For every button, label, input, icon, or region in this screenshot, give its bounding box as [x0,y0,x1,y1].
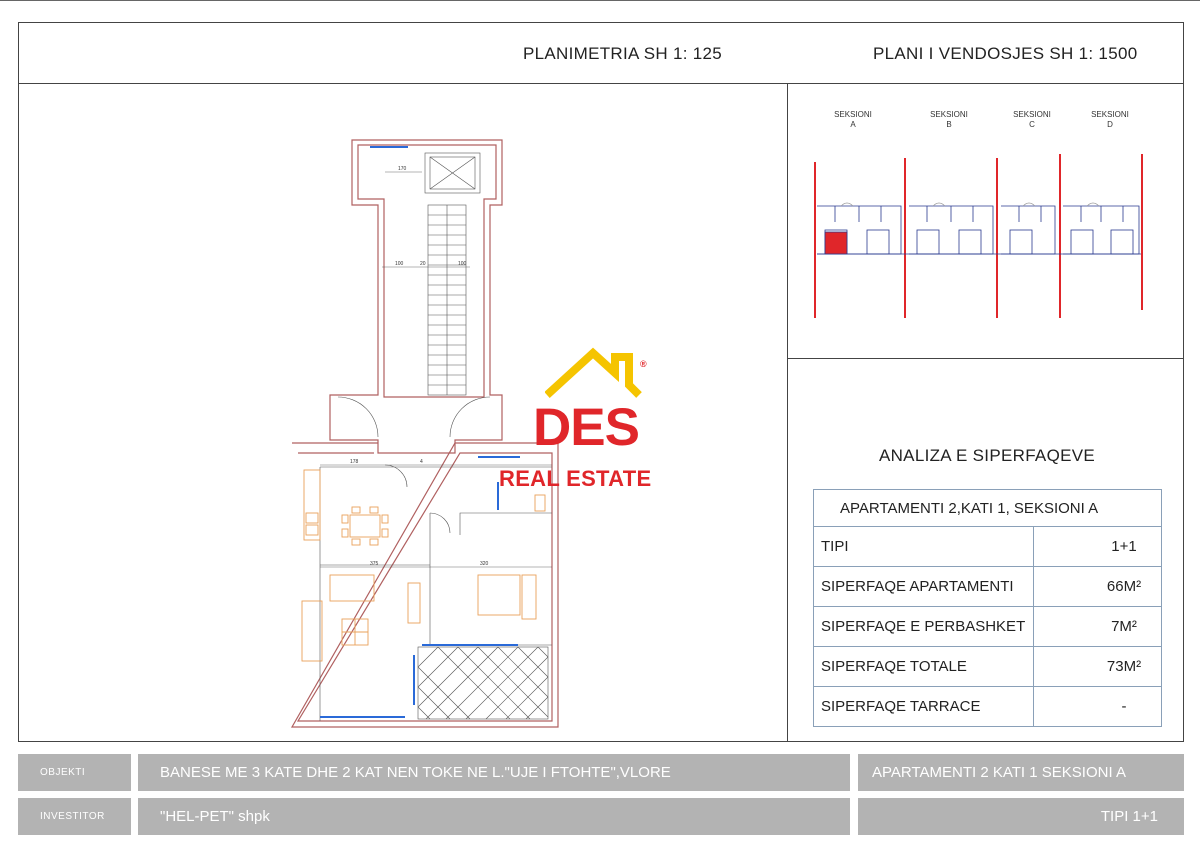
section-c-label: SEKSIONI [1013,110,1051,119]
svg-text:100: 100 [395,261,404,267]
apartment-label: APARTAMENTI 2 KATI 1 SEKSIONI A [858,754,1184,791]
svg-text:170: 170 [398,166,407,172]
row-label: SIPERFAQE TOTALE [813,646,1034,687]
area-analysis-title: ANALIZA E SIPERFAQEVE [878,446,1096,465]
table-row: TIPI 1+1 [813,526,1162,567]
floor-plan-scale-title: PLANIMETRIA SH 1: 125 [523,44,723,63]
area-analysis-table: APARTAMENTI 2,KATI 1, SEKSIONI A TIPI 1+… [813,489,1162,727]
svg-text:375: 375 [370,561,379,567]
svg-text:20: 20 [420,261,426,267]
tipi-label: TIPI 1+1 [858,798,1184,835]
svg-text:100: 100 [458,261,467,267]
site-plan-scale-title: PLANI I VENDOSJES SH 1: 1500 [873,44,1138,63]
floor-plan-drawing: 170 100 20 100 178 4 375 320 [290,139,559,728]
table-row: SIPERFAQE APARTAMENTI 66M² [813,566,1162,607]
row-label: SIPERFAQE E PERBASHKET [813,606,1034,647]
row-label: SIPERFAQE TARRACE [813,686,1034,727]
registered-mark: ® [640,359,647,369]
drawing-frame [18,22,1184,742]
header-divider [18,83,1184,84]
section-c-letter: C [1029,120,1035,129]
table-header-row: APARTAMENTI 2,KATI 1, SEKSIONI A [813,489,1162,527]
section-b-label: SEKSIONI [930,110,968,119]
site-section-label-d: SEKSIONI D [1080,110,1140,130]
site-plan-drawing [814,154,1143,318]
svg-text:4: 4 [420,459,423,465]
row-label: TIPI [813,526,1034,567]
table-title-cell: APARTAMENTI 2,KATI 1, SEKSIONI A [813,489,1162,527]
svg-text:178: 178 [350,459,359,465]
logo-house-icon [545,347,642,398]
section-a-label: SEKSIONI [834,110,872,119]
site-section-label-b: SEKSIONI B [919,110,979,130]
top-border [0,0,1200,1]
objekti-label: OBJEKTI [18,754,131,791]
plan-divider [787,83,788,742]
table-row: SIPERFAQE E PERBASHKET 7M² [813,606,1162,647]
site-section-label-a: SEKSIONI A [823,110,883,130]
row-value: - [1033,686,1162,727]
objekti-value: BANESE ME 3 KATE DHE 2 KAT NEN TOKE NE L… [138,754,850,791]
selected-apartment-marker [824,231,848,255]
logo-subtitle: REAL ESTATE [499,466,652,491]
row-value: 7M² [1033,606,1162,647]
table-row: SIPERFAQE TARRACE - [813,686,1162,727]
svg-text:320: 320 [480,561,489,567]
investitor-value: "HEL-PET" shpk [138,798,850,835]
logo-brand-text: DES [533,398,640,457]
row-value: 66M² [1033,566,1162,607]
section-d-letter: D [1107,120,1113,129]
section-d-label: SEKSIONI [1091,110,1129,119]
section-a-letter: A [850,120,856,129]
investitor-label: INVESTITOR [18,798,131,835]
row-value: 73M² [1033,646,1162,687]
row-label: SIPERFAQE APARTAMENTI [813,566,1034,607]
section-b-letter: B [946,120,952,129]
table-row: SIPERFAQE TOTALE 73M² [813,646,1162,687]
siteplan-divider [787,358,1184,359]
row-value: 1+1 [1033,526,1162,567]
site-section-label-c: SEKSIONI C [1002,110,1062,130]
